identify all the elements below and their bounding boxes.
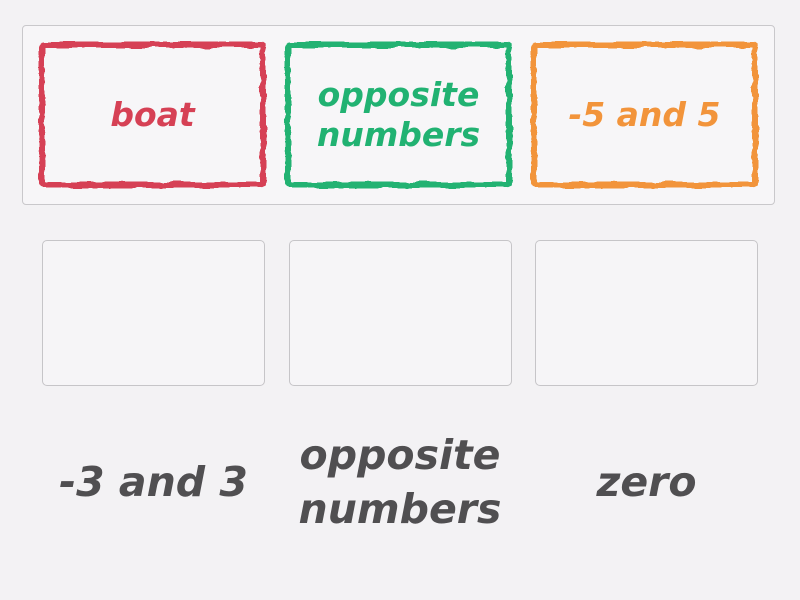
answer-tile-opposite-numbers[interactable]: opposite numbers [289, 405, 512, 560]
answer-bank: -3 and 3 opposite numbers zero [42, 405, 758, 560]
key-card-label: opposite numbers [316, 74, 481, 154]
answer-tile-minus3-and-3[interactable]: -3 and 3 [42, 405, 265, 560]
keys-panel: boat opposite numbers -5 and 5 [22, 25, 775, 205]
answer-label: opposite numbers [298, 431, 502, 533]
answer-label: -3 and 3 [59, 457, 248, 506]
answer-tile-zero[interactable]: zero [535, 405, 758, 560]
key-card-label: -5 and 5 [568, 94, 721, 134]
drop-zones [42, 240, 758, 386]
answer-label: zero [596, 457, 697, 506]
drop-zone-1[interactable] [42, 240, 265, 386]
drop-zone-2[interactable] [288, 240, 512, 386]
key-card-opposite-numbers: opposite numbers [283, 40, 514, 190]
key-card-label: boat [110, 94, 195, 134]
key-card-minus5-and-5: -5 and 5 [529, 40, 760, 190]
drop-zone-3[interactable] [535, 240, 758, 386]
key-card-boat: boat [37, 40, 268, 190]
